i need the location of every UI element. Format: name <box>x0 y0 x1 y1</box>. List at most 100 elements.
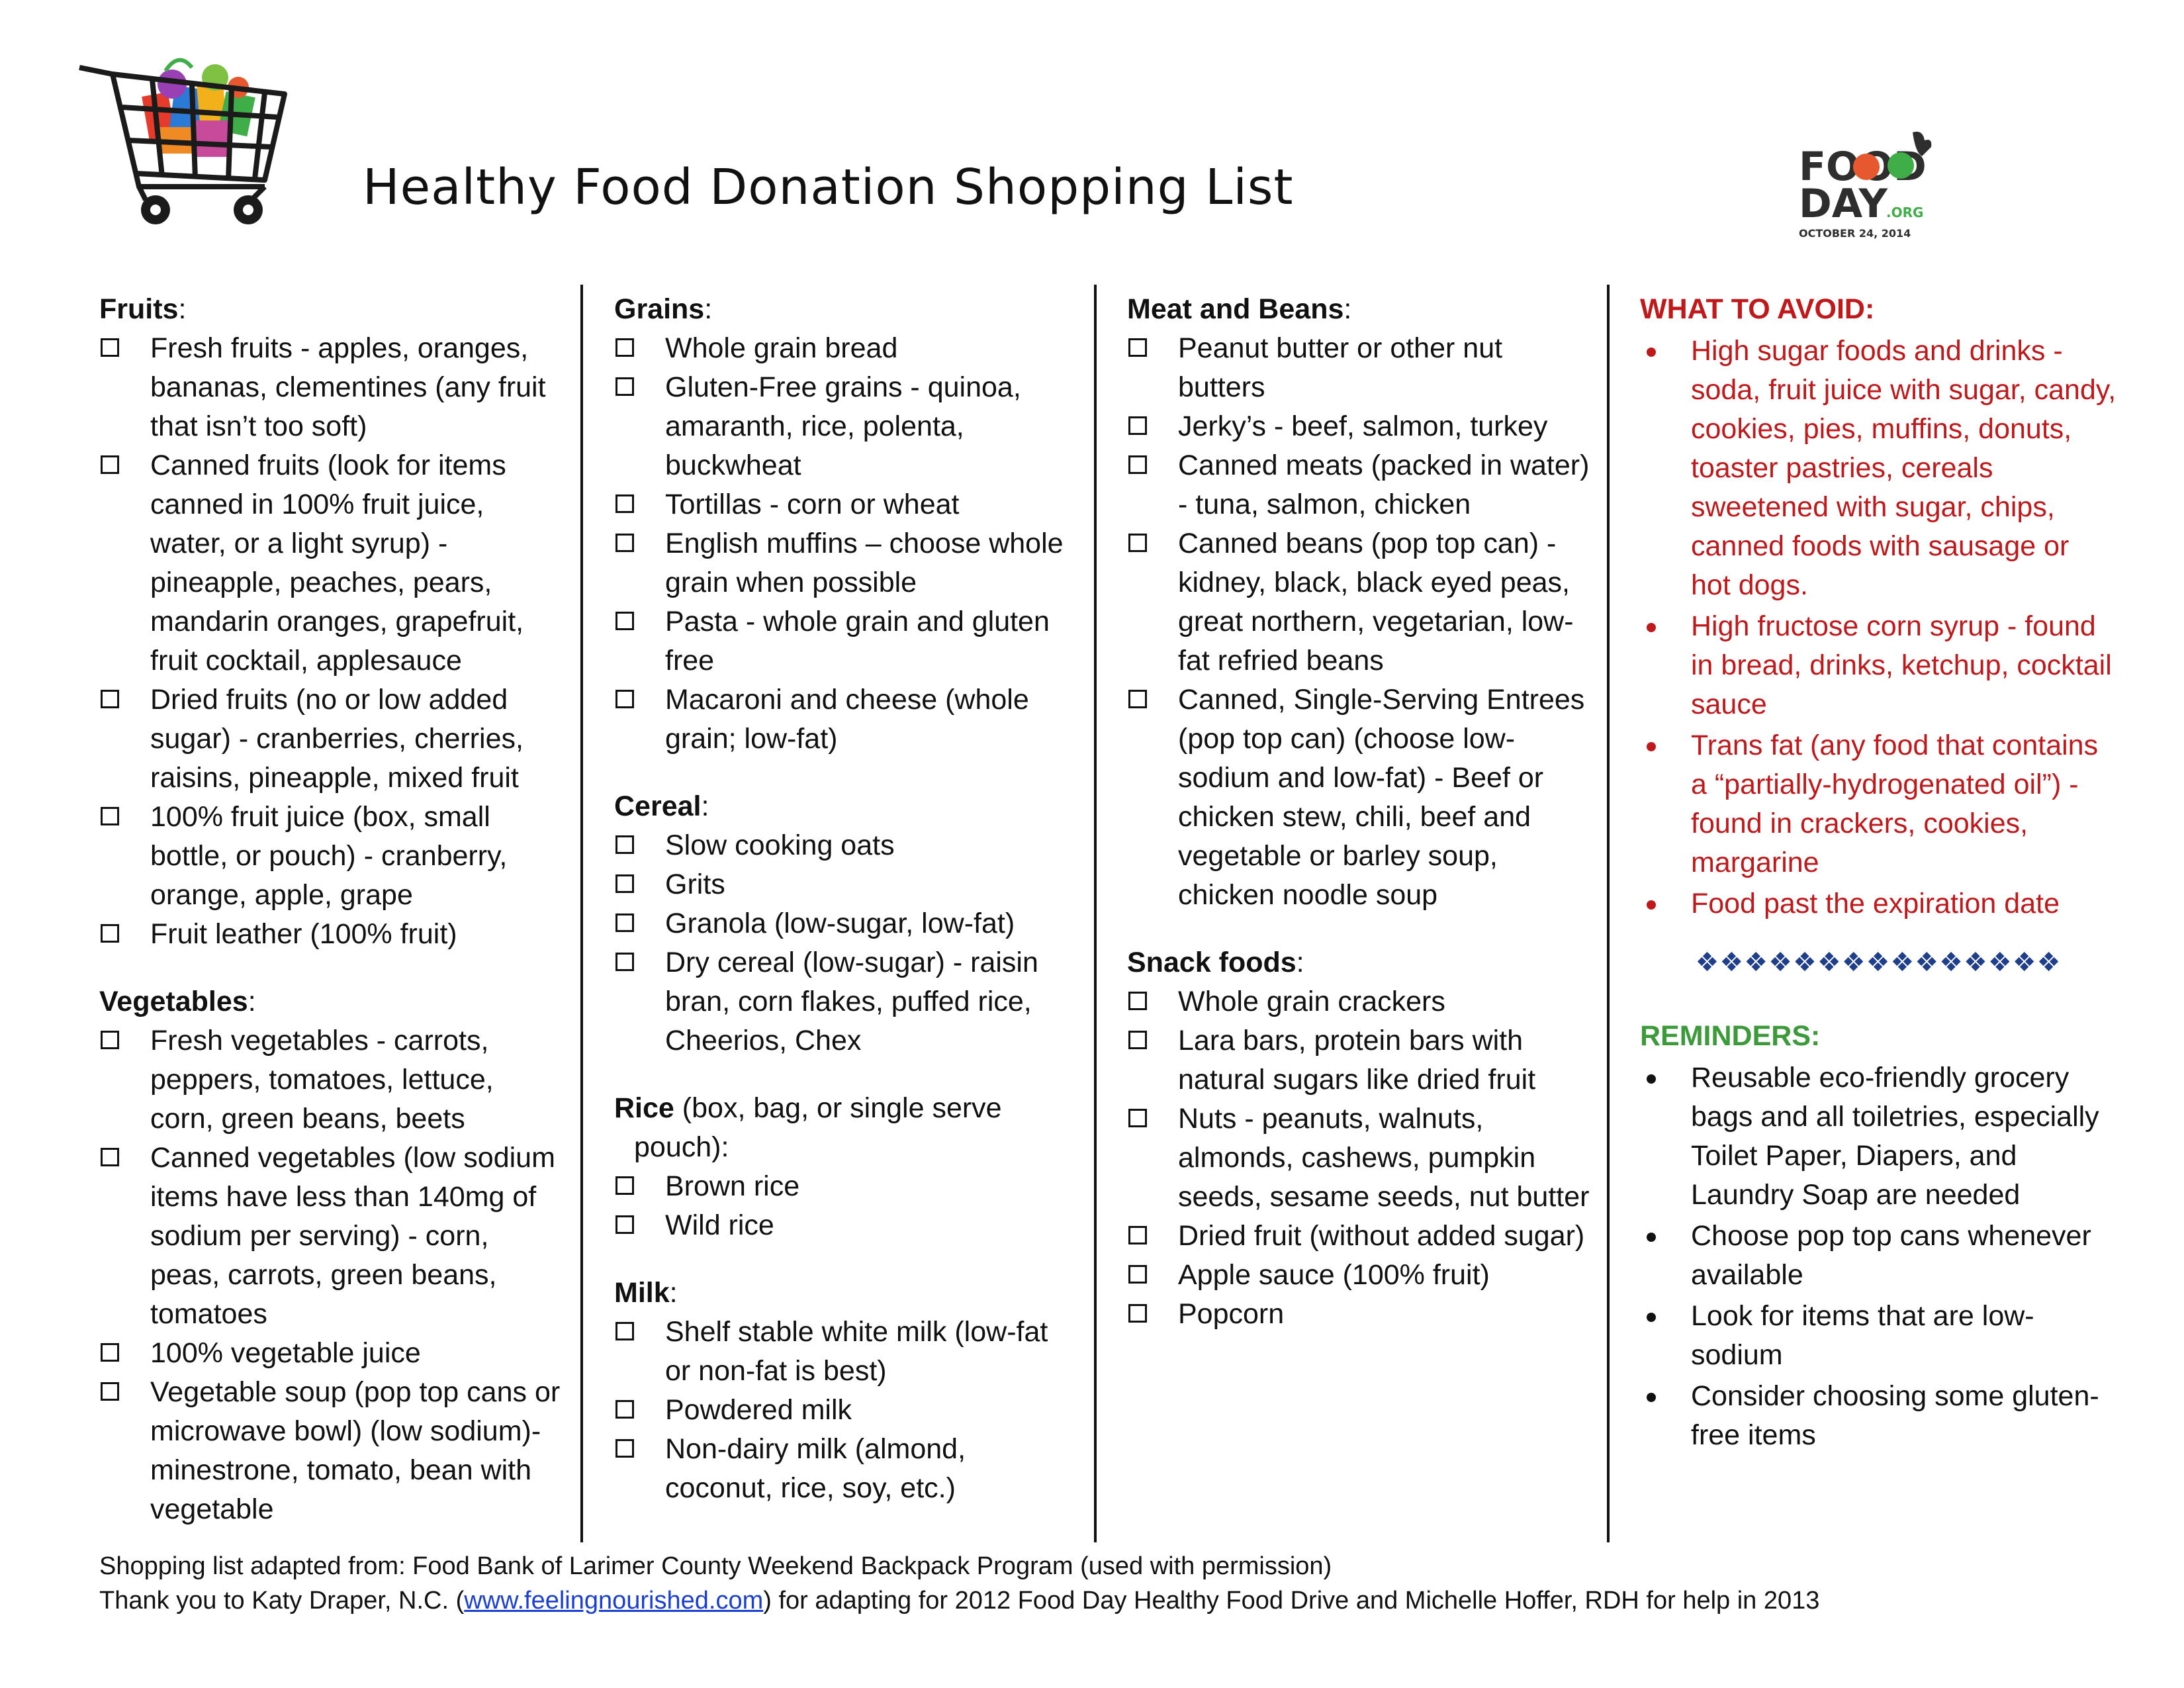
checkbox[interactable] <box>101 1382 119 1401</box>
checkbox[interactable] <box>615 953 634 971</box>
checklist-item[interactable]: English muffins – choose whole grain whe… <box>614 524 1077 602</box>
checklist-item[interactable]: Vegetable soup (pop top cans or microwav… <box>99 1373 563 1529</box>
reminder-item: Look for items that are low-sodium <box>1640 1297 2116 1375</box>
checklist-item[interactable]: Dried fruits (no or low added sugar) - c… <box>99 680 563 798</box>
checklist-item[interactable]: Jerky’s - beef, salmon, turkey <box>1127 407 1590 446</box>
checkbox[interactable] <box>615 377 634 396</box>
checklist-item[interactable]: Fruit leather (100% fruit) <box>99 915 563 954</box>
section-grains: Grains: Whole grain bread Gluten-Free gr… <box>614 290 1077 759</box>
checkbox[interactable] <box>101 807 119 825</box>
checkbox[interactable] <box>1128 1031 1147 1049</box>
checkbox[interactable] <box>101 1148 119 1166</box>
checkbox[interactable] <box>1128 534 1147 552</box>
section-cereal: Cereal: Slow cooking oats Grits Granola … <box>614 787 1077 1060</box>
checklist-item[interactable]: Nuts - peanuts, walnuts, almonds, cashew… <box>1127 1100 1590 1217</box>
checkbox[interactable] <box>615 1176 634 1195</box>
checklist-item[interactable]: Dried fruit (without added sugar) <box>1127 1217 1590 1256</box>
logo-date: OCTOBER 24, 2014 <box>1799 227 1911 240</box>
checkbox[interactable] <box>1128 992 1147 1010</box>
checklist-item[interactable]: Dry cereal (low-sugar) - raisin bran, co… <box>614 943 1077 1060</box>
section-heading: Grains: <box>614 293 713 325</box>
checkbox[interactable] <box>1128 455 1147 474</box>
checklist-item[interactable]: Fresh vegetables - carrots, peppers, tom… <box>99 1021 563 1139</box>
checkbox[interactable] <box>615 690 634 708</box>
checkbox[interactable] <box>615 1322 634 1340</box>
checkbox[interactable] <box>615 914 634 932</box>
checklist-item[interactable]: Canned beans (pop top can) - kidney, bla… <box>1127 524 1590 680</box>
checkbox[interactable] <box>1128 690 1147 708</box>
feelingnourished-link[interactable]: www.feelingnourished.com <box>464 1587 764 1615</box>
section-meat-beans: Meat and Beans: Peanut butter or other n… <box>1127 290 1590 915</box>
checkbox[interactable] <box>101 455 119 474</box>
checklist-item[interactable]: Lara bars, protein bars with natural sug… <box>1127 1021 1590 1100</box>
checkbox[interactable] <box>1128 1109 1147 1127</box>
bullet-icon <box>1647 1393 1656 1402</box>
checklist-item[interactable]: Powdered milk <box>614 1391 1077 1430</box>
checklist-item[interactable]: Canned vegetables (low sodium items have… <box>99 1139 563 1334</box>
checkbox[interactable] <box>1128 1226 1147 1244</box>
bullet-icon <box>1647 348 1656 357</box>
section-heading: Milk: <box>614 1277 678 1309</box>
reminders-heading: REMINDERS: <box>1640 1020 1821 1052</box>
page-title: Healthy Food Donation Shopping List <box>363 159 1294 216</box>
logo-leaf-icon <box>1888 152 1914 179</box>
checkbox[interactable] <box>1128 416 1147 435</box>
checkbox[interactable] <box>1128 338 1147 357</box>
diamond-divider: ❖❖❖❖❖❖❖❖❖❖❖❖❖❖❖ <box>1695 947 2062 978</box>
checklist-item[interactable]: 100% fruit juice (box, small bottle, or … <box>99 798 563 915</box>
reminder-item: Choose pop top cans whenever available <box>1640 1217 2116 1295</box>
checkbox[interactable] <box>101 690 119 708</box>
checklist-item[interactable]: Wild rice <box>614 1206 1077 1245</box>
checkbox[interactable] <box>101 924 119 943</box>
section-vegetables: Vegetables: Fresh vegetables - carrots, … <box>99 982 563 1529</box>
checkbox[interactable] <box>615 1215 634 1234</box>
footer: Shopping list adapted from: Food Bank of… <box>99 1549 1819 1618</box>
checkbox[interactable] <box>615 338 634 357</box>
checklist-item[interactable]: Slow cooking oats <box>614 826 1077 865</box>
checkbox[interactable] <box>1128 1304 1147 1323</box>
checkbox[interactable] <box>101 338 119 357</box>
checkbox[interactable] <box>615 534 634 552</box>
checklist-item[interactable]: Canned, Single-Serving Entrees (pop top … <box>1127 680 1590 915</box>
checklist-item[interactable]: Non-dairy milk (almond, coconut, rice, s… <box>614 1430 1077 1508</box>
section-heading: Fruits: <box>99 293 187 325</box>
checkbox[interactable] <box>615 612 634 630</box>
checklist-item[interactable]: Whole grain crackers <box>1127 982 1590 1021</box>
checklist-item[interactable]: 100% vegetable juice <box>99 1334 563 1373</box>
checklist-item[interactable]: Canned fruits (look for items canned in … <box>99 446 563 680</box>
checklist-item[interactable]: Canned meats (packed in water) - tuna, s… <box>1127 446 1590 524</box>
checklist-item[interactable]: Popcorn <box>1127 1295 1590 1334</box>
checklist-item[interactable]: Shelf stable white milk (low-fat or non-… <box>614 1313 1077 1391</box>
checklist-item[interactable]: Whole grain bread <box>614 329 1077 368</box>
checklist-item[interactable]: Pasta - whole grain and gluten free <box>614 602 1077 680</box>
section-snack-foods: Snack foods: Whole grain crackers Lara b… <box>1127 943 1590 1334</box>
checkbox[interactable] <box>101 1031 119 1049</box>
checkbox[interactable] <box>615 874 634 893</box>
checklist-item[interactable]: Apple sauce (100% fruit) <box>1127 1256 1590 1295</box>
checklist-item[interactable]: Gluten-Free grains - quinoa, amaranth, r… <box>614 368 1077 485</box>
checkbox[interactable] <box>615 1439 634 1458</box>
checklist-item[interactable]: Granola (low-sugar, low-fat) <box>614 904 1077 943</box>
logo-line2: DAY <box>1799 181 1888 227</box>
section-rice: Rice (box, bag, or single serve pouch): … <box>614 1089 1077 1245</box>
checkbox[interactable] <box>615 1400 634 1419</box>
checklist-item[interactable]: Fresh fruits - apples, oranges, bananas,… <box>99 329 563 446</box>
checkbox[interactable] <box>615 835 634 854</box>
reminder-item: Consider choosing some gluten-free items <box>1640 1377 2116 1455</box>
column-fruits-vegetables: Fruits: Fresh fruits - apples, oranges, … <box>99 290 563 1558</box>
section-heading: Cereal: <box>614 790 709 822</box>
checklist-item[interactable]: Peanut butter or other nut butters <box>1127 329 1590 407</box>
checkbox[interactable] <box>1128 1265 1147 1284</box>
checkbox[interactable] <box>615 494 634 513</box>
checkbox[interactable] <box>101 1343 119 1362</box>
checklist-item[interactable]: Brown rice <box>614 1167 1077 1206</box>
checklist-item[interactable]: Macaroni and cheese (whole grain; low-fa… <box>614 680 1077 759</box>
column-meat-snacks: Meat and Beans: Peanut butter or other n… <box>1127 290 1590 1362</box>
reminder-item: Reusable eco-friendly grocery bags and a… <box>1640 1058 2116 1215</box>
food-day-logo: FOOD DAY .ORG OCTOBER 24, 2014 <box>1799 131 1932 240</box>
section-reminders: REMINDERS: Reusable eco-friendly grocery… <box>1640 1017 2116 1455</box>
checklist-item[interactable]: Tortillas - corn or wheat <box>614 485 1077 524</box>
section-heading: Meat and Beans: <box>1127 293 1352 325</box>
checklist-item[interactable]: Grits <box>614 865 1077 904</box>
logo-suffix: .ORG <box>1886 205 1923 220</box>
